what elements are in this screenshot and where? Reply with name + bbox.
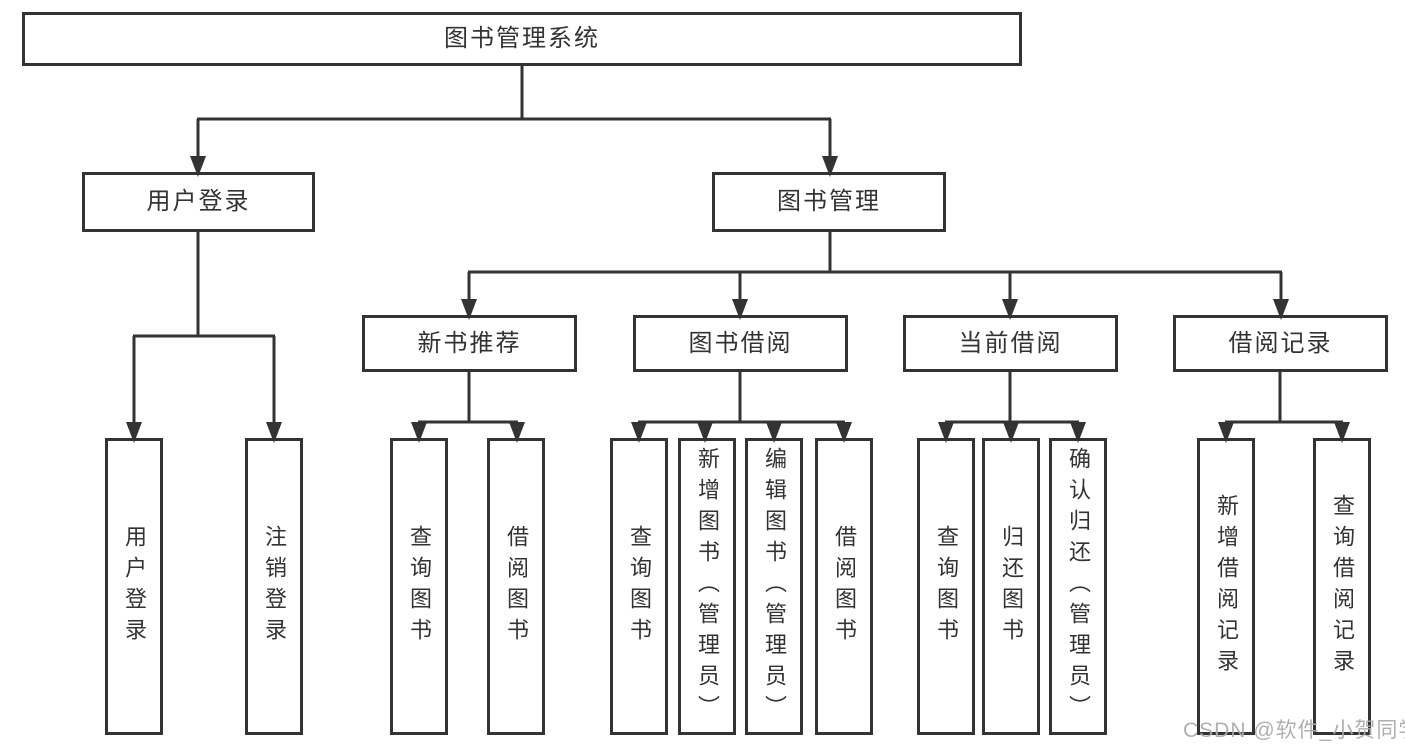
node-leaf-query-books-current: 查询图书 <box>917 438 975 735</box>
node-leaf-query-borrow-record-label: 查询借阅记录 <box>1330 493 1355 680</box>
node-book-borrowing-label: 图书借阅 <box>688 329 793 357</box>
node-leaf-add-borrow-record-label: 新增借阅记录 <box>1214 493 1239 680</box>
node-leaf-confirm-return-admin: 确认归还（管理员） <box>1049 438 1107 735</box>
node-leaf-add-book-admin: 新增图书（管理员） <box>678 438 736 735</box>
node-leaf-query-books-recommend-label: 查询图书 <box>407 524 432 649</box>
node-leaf-query-books-borrowing-label: 查询图书 <box>627 524 652 649</box>
node-book-management-label: 图书管理 <box>777 188 881 215</box>
node-leaf-borrow-books-borrowing: 借阅图书 <box>815 438 873 735</box>
node-leaf-query-books-borrowing: 查询图书 <box>610 438 668 735</box>
node-root: 图书管理系统 <box>22 12 1022 66</box>
node-leaf-confirm-return-admin-label: 确认归还（管理员） <box>1066 447 1091 726</box>
node-root-label: 图书管理系统 <box>444 25 600 52</box>
watermark-text: CSDN @软件_小贺同学 <box>1183 719 1405 742</box>
node-leaf-logout-label: 注销登录 <box>262 524 287 649</box>
node-leaf-return-book: 归还图书 <box>982 438 1040 735</box>
node-leaf-query-borrow-record: 查询借阅记录 <box>1313 438 1371 735</box>
node-leaf-borrow-books-recommend-label: 借阅图书 <box>504 524 529 649</box>
node-leaf-query-books-current-label: 查询图书 <box>934 524 959 649</box>
node-book-borrowing: 图书借阅 <box>633 315 848 372</box>
node-user-login-label: 用户登录 <box>146 188 251 215</box>
node-book-management: 图书管理 <box>712 172 946 232</box>
node-leaf-logout: 注销登录 <box>245 438 303 735</box>
node-borrowing-records-label: 借阅记录 <box>1228 329 1333 357</box>
node-leaf-add-book-admin-label: 新增图书（管理员） <box>695 447 720 726</box>
node-leaf-borrow-books-borrowing-label: 借阅图书 <box>832 524 857 649</box>
node-current-borrowing: 当前借阅 <box>903 315 1118 372</box>
node-leaf-user-login: 用户登录 <box>105 438 163 735</box>
node-leaf-edit-book-admin-label: 编辑图书（管理员） <box>762 447 787 726</box>
node-current-borrowing-label: 当前借阅 <box>958 329 1063 357</box>
node-new-book-recommendation-label: 新书推荐 <box>417 329 522 357</box>
node-leaf-return-book-label: 归还图书 <box>999 524 1024 649</box>
node-leaf-borrow-books-recommend: 借阅图书 <box>487 438 545 735</box>
node-new-book-recommendation: 新书推荐 <box>362 315 577 372</box>
node-leaf-edit-book-admin: 编辑图书（管理员） <box>745 438 803 735</box>
node-leaf-add-borrow-record: 新增借阅记录 <box>1197 438 1255 735</box>
node-leaf-user-login-label: 用户登录 <box>122 524 147 649</box>
node-user-login: 用户登录 <box>82 172 315 232</box>
connector-lines <box>132 66 1344 433</box>
node-leaf-query-books-recommend: 查询图书 <box>390 438 448 735</box>
node-borrowing-records: 借阅记录 <box>1173 315 1388 372</box>
